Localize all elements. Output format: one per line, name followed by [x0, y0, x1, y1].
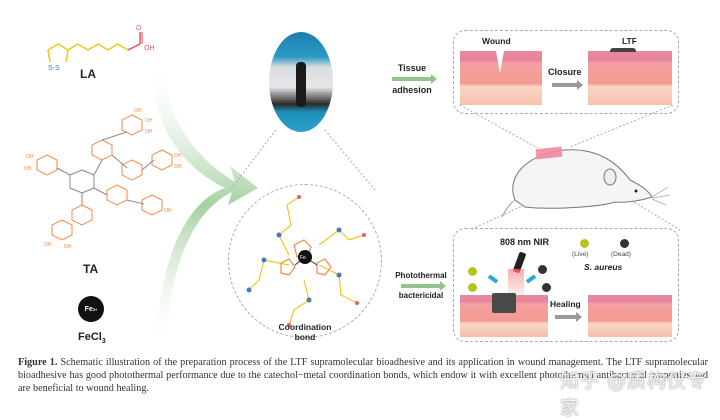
ta-oh-1: OH — [134, 108, 142, 114]
ltf-patch — [610, 48, 636, 52]
live-bacteria-1 — [468, 267, 477, 276]
wound-label: Wound — [482, 36, 511, 46]
ta-oh-5: OH — [174, 164, 182, 170]
ta-oh-7: OH — [24, 166, 32, 172]
la-label: LA — [80, 67, 96, 81]
heat-arrow-right-icon — [525, 274, 537, 284]
mouse-adhesive-patch — [535, 146, 563, 160]
adhesive-filament — [296, 62, 306, 107]
photothermal-arrow-icon — [401, 281, 446, 291]
species-label: S. aureus — [584, 262, 623, 272]
closure-label: Closure — [548, 67, 582, 77]
heat-arrow-left-icon — [487, 274, 499, 284]
mouse-tail — [501, 199, 516, 218]
fe-ion-main: Fe — [84, 305, 93, 313]
la-ss-text: S-S — [48, 65, 60, 72]
fecl3-main: FeCl — [78, 331, 102, 343]
zoom-lines — [229, 130, 376, 190]
mouse-whiskers — [651, 186, 671, 206]
ta-oh-4: OH — [174, 153, 182, 159]
top-panel: Wound LTF Closure — [453, 30, 679, 114]
coordination-network-icon: Fe — [246, 195, 366, 327]
ta-oh-2: OH — [145, 118, 153, 124]
ta-label: TA — [83, 262, 99, 276]
coordination-circle: Fe — [228, 184, 382, 338]
la-oh-text: OH — [144, 45, 155, 52]
fecl3-label: FeCl3 — [78, 331, 106, 345]
watermark: 知乎 @质构仪专家 — [560, 370, 708, 419]
coordination-label-line2: bond — [294, 332, 316, 342]
merge-arrow-icon — [150, 60, 258, 350]
ta-oh-9: OH — [44, 242, 52, 248]
live-bacteria-2 — [468, 283, 477, 292]
photothermal-label: Photothermal bactericidal — [384, 270, 458, 302]
caption-figure-number: Figure 1. — [18, 357, 58, 368]
healing-arrow-icon — [555, 312, 582, 322]
infected-skin-image — [460, 293, 548, 337]
dead-bacteria-1 — [538, 265, 547, 274]
ltf-label: LTF — [622, 36, 637, 46]
ltf-hydrogel-block — [492, 293, 516, 313]
laser-beam — [508, 269, 524, 297]
legend-live-dot — [580, 239, 589, 248]
fecl3-sub: 3 — [101, 338, 106, 346]
tissue-label: Tissue — [397, 63, 427, 73]
legend-live-label: (Live) — [572, 251, 589, 258]
legend-dead-label: (Dead) — [611, 251, 631, 258]
mouse-body — [512, 149, 653, 209]
healed-skin-image — [588, 295, 672, 337]
coordination-label-line1: Coordination — [278, 322, 332, 332]
tissue-arrow-icon — [392, 74, 437, 84]
photothermal-text: Photothermal — [395, 271, 447, 280]
mouse-illustration — [459, 105, 681, 231]
center-fe-ion — [298, 250, 312, 264]
adhesion-photo — [269, 32, 333, 132]
adhesion-label: adhesion — [392, 85, 432, 95]
legend-dead-dot — [620, 239, 629, 248]
mouse-eye — [634, 189, 638, 193]
ta-oh-8: OH — [164, 208, 172, 214]
coordination-label: Coordination bond — [260, 322, 350, 342]
figure-caption: Figure 1. Schematic illustration of the … — [18, 356, 708, 395]
la-molecule: O OH S-S — [40, 20, 180, 80]
dead-bacteria-2 — [542, 283, 551, 292]
ta-oh-6: OH — [26, 154, 34, 160]
la-o-text: O — [136, 25, 142, 32]
ta-molecule: OH OH OH OH OH OH OH OH OH OH — [22, 100, 182, 250]
center-fe-text: Fe — [300, 255, 306, 261]
ta-oh-10: OH — [64, 244, 72, 250]
wound-cut — [496, 51, 504, 73]
nir-label: 808 nm NIR — [500, 237, 550, 247]
bactericidal-text: bactericidal — [398, 291, 444, 300]
wound-skin-image — [460, 51, 542, 105]
la-structure-icon: O OH S-S — [47, 25, 155, 72]
tissue-adhesion-label: Tissue adhesion — [384, 62, 440, 96]
closure-arrow-icon — [552, 80, 583, 90]
closed-skin-image — [588, 48, 672, 105]
fe-ion-sup: 3+ — [92, 306, 98, 312]
caption-text: Schematic illustration of the preparatio… — [18, 357, 708, 394]
ta-structure-icon: OH OH OH OH OH OH OH OH OH OH — [24, 108, 182, 250]
healing-label: Healing — [550, 299, 581, 309]
bottom-panel: 808 nm NIR Healing (Live) (Dead) S. aure… — [453, 228, 679, 342]
mouse-ear — [603, 168, 617, 186]
ta-oh-3: OH — [145, 129, 153, 135]
